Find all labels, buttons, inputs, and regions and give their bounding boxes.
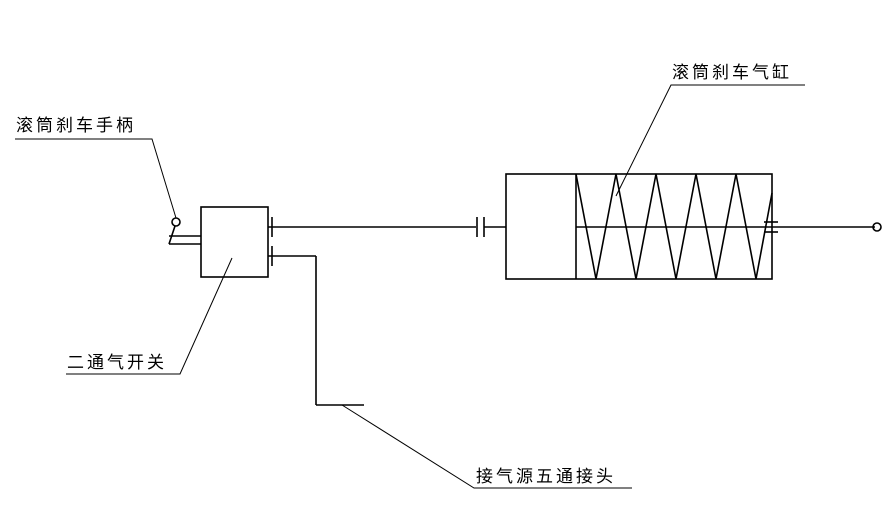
spring <box>575 173 773 280</box>
label-switch: 二通气开关 <box>67 353 167 373</box>
leader-cylinder <box>615 84 805 197</box>
label-handle: 滚筒刹车手柄 <box>16 116 136 136</box>
leader-switch <box>66 257 233 375</box>
leader-connector <box>341 404 632 489</box>
switch-outlet-line <box>268 217 506 237</box>
handle-pivot-circle <box>171 217 181 227</box>
rod-end-circle <box>872 222 882 232</box>
two-way-switch-box <box>200 206 269 278</box>
brake-cylinder <box>505 173 882 280</box>
brake-handle <box>168 217 201 245</box>
switch-inlet-line <box>268 246 364 406</box>
leader-handle <box>15 138 177 219</box>
label-connector: 接气源五通接头 <box>476 467 616 487</box>
label-cylinder: 滚筒刹车气缸 <box>672 62 792 83</box>
